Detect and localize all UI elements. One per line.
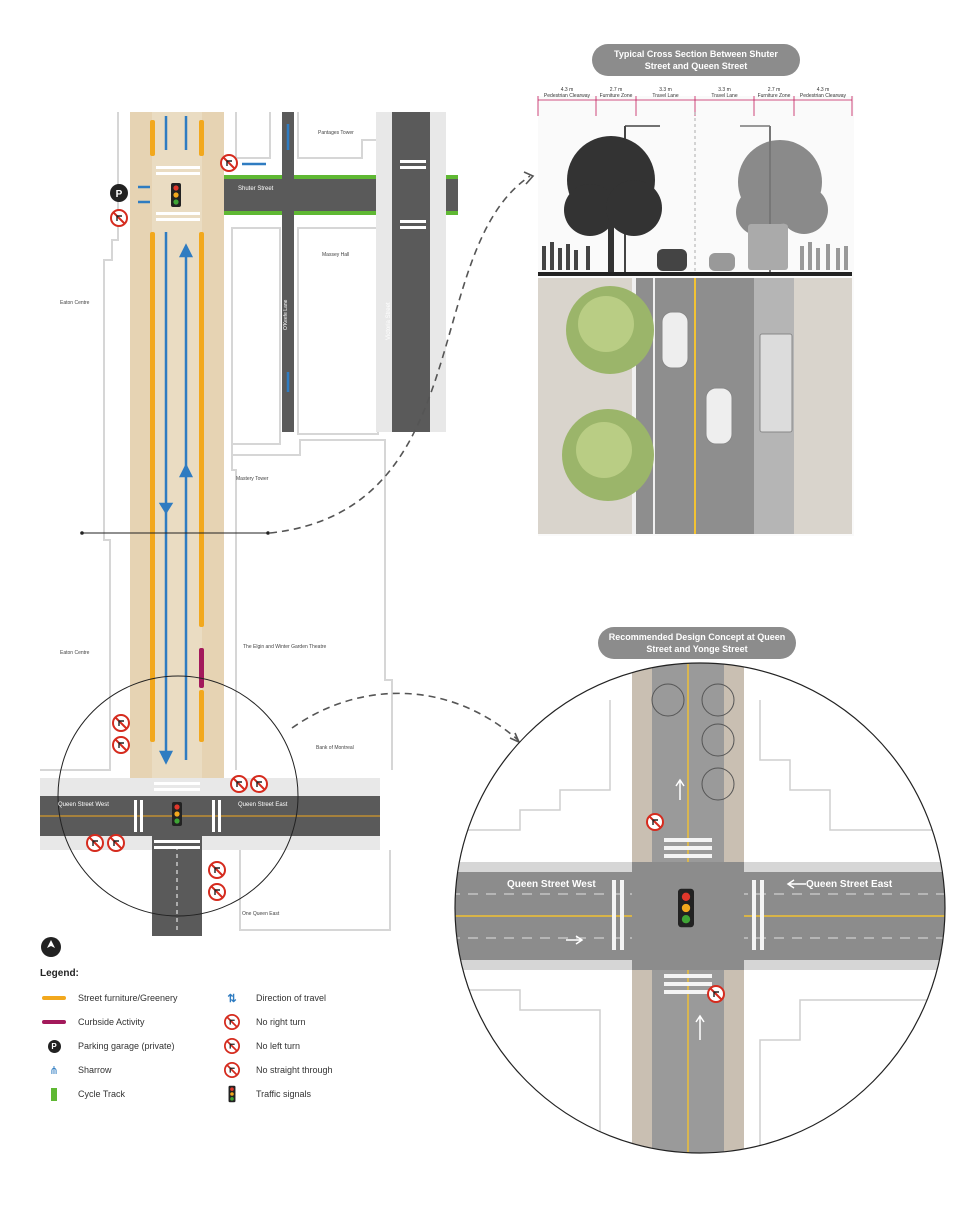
no-right-turn-icon <box>86 834 104 852</box>
zone-name: Pedestrian Clearway <box>543 93 591 99</box>
no-right-turn-icon <box>218 1014 246 1030</box>
design-concept-circle <box>454 662 946 1154</box>
label-okeefe-lane: O'Keefe Lane <box>283 299 289 330</box>
yonge-roadway <box>152 112 202 794</box>
legend-item-label: Traffic signals <box>256 1089 312 1099</box>
leader-to-concept <box>291 692 519 741</box>
traffic-signal-queen <box>172 802 182 826</box>
label-one-queen: One Queen East <box>242 911 280 917</box>
label-eaton-1: Eaton Centre <box>60 300 90 306</box>
no-right-turn-icon <box>208 861 226 879</box>
label-queen-west: Queen Street West <box>58 802 109 808</box>
leader-to-cross-section <box>269 175 531 534</box>
sharrow-icon: ⋔ <box>49 1064 59 1077</box>
concept-label-east: Queen Street East <box>806 879 893 890</box>
legend-item: P Parking garage (private) <box>40 1038 175 1054</box>
zone-label: 2.7 m <box>767 87 781 93</box>
street-furniture-swatch-icon <box>40 990 68 1006</box>
no-right-turn-icon <box>220 154 238 172</box>
legend-item: No left turn <box>218 1038 300 1054</box>
okeefe-lane <box>282 112 294 432</box>
street-elevation <box>538 125 852 276</box>
focus-circle-queen-yonge <box>57 675 299 917</box>
north-arrow-icon <box>41 937 61 957</box>
no-straight-through-icon <box>218 1062 246 1078</box>
no-right-turn-icon <box>230 775 248 793</box>
plan-map: P <box>40 112 535 957</box>
no-left-turn-icon <box>250 775 268 793</box>
legend-item: Cycle Track <box>40 1086 125 1102</box>
traffic-signal-concept <box>678 888 694 928</box>
legend-item-label: No straight through <box>256 1065 333 1075</box>
legend-item: No right turn <box>218 1014 306 1030</box>
cross-section-panel <box>537 96 854 536</box>
legend: Legend: Street furniture/Greenery Curbsi… <box>40 938 460 1118</box>
zone-name: Pedestrian Clearway <box>799 93 847 99</box>
zone-label: 3.3 m <box>659 87 672 93</box>
cycle-track-icon <box>40 1086 68 1102</box>
label-elgin: The Elgin and Winter Garden Theatre <box>243 644 327 650</box>
zone-labels: 4.3 m 2.7 m 3.3 m 3.3 m 2.7 m 4.3 m Pede… <box>538 87 852 101</box>
legend-item: ⇅ Direction of travel <box>218 990 326 1006</box>
legend-item: ⋔ Sharrow <box>40 1062 112 1078</box>
zone-name: Travel Lane <box>652 93 679 99</box>
svg-text:P: P <box>116 189 123 200</box>
legend-item-label: Street furniture/Greenery <box>78 993 178 1003</box>
label-bank: Bank of Montreal <box>316 745 354 751</box>
no-left-turn-icon <box>107 834 125 852</box>
no-right-turn-icon <box>646 813 664 831</box>
legend-item-label: No left turn <box>256 1041 301 1051</box>
legend-item: Traffic signals <box>218 1085 312 1103</box>
label-pantages: Pantages Tower <box>318 130 354 136</box>
label-mastery: Mastery Tower <box>236 476 269 482</box>
no-left-turn-icon <box>218 1038 246 1054</box>
legend-item-label: Sharrow <box>78 1065 112 1075</box>
zone-label: 2.7 m <box>609 87 623 93</box>
concept-label-west: Queen Street West <box>507 879 596 890</box>
curbside-activity-marker <box>199 648 204 688</box>
legend-item-label: Parking garage (private) <box>78 1041 175 1051</box>
no-right-turn-icon <box>707 985 725 1003</box>
cross-section-title: Typical Cross Section Between Shuter Str… <box>592 44 800 76</box>
label-victoria-street: Victoria Street <box>386 302 392 340</box>
traffic-signal-icon <box>218 1085 246 1103</box>
label-queen-east: Queen Street East <box>238 802 288 808</box>
legend-item-label: Direction of travel <box>256 993 327 1003</box>
traffic-signal-shuter <box>171 183 181 207</box>
legend-item: Street furniture/Greenery <box>40 990 178 1006</box>
legend-item-label: No right turn <box>256 1017 306 1027</box>
building-outline-west <box>40 112 119 771</box>
label-massey: Massey Hall <box>322 252 350 258</box>
legend-item: Curbside Activity <box>40 1014 145 1030</box>
legend-item: No straight through <box>218 1062 333 1078</box>
parking-icon <box>110 184 128 202</box>
no-right-turn-icon <box>112 714 130 732</box>
no-left-turn-icon <box>208 883 226 901</box>
concept-title: Recommended Design Concept at Queen Stre… <box>598 627 796 659</box>
legend-item-label: Cycle Track <box>78 1089 126 1099</box>
legend-title: Legend: <box>40 968 79 979</box>
cross-section-plan <box>538 278 852 534</box>
label-eaton-2: Eaton Centre <box>60 650 90 656</box>
legend-item-label: Curbside Activity <box>78 1017 145 1027</box>
victoria-street <box>392 112 430 432</box>
zone-name: Furniture Zone <box>757 93 791 99</box>
no-left-turn-icon <box>112 736 130 754</box>
building-outline-east <box>231 439 393 770</box>
zone-label: 3.3 m <box>718 87 731 93</box>
queen-street-sidewalk-north <box>40 778 380 796</box>
zone-name: Travel Lane <box>711 93 738 99</box>
zone-name: Furniture Zone <box>599 93 633 99</box>
curbside-activity-swatch-icon <box>40 1014 68 1030</box>
direction-of-travel-icon: ⇅ <box>227 992 237 1005</box>
queen-street-sidewalk-south <box>40 836 380 850</box>
no-straight-through-icon <box>110 209 128 227</box>
zone-label: 4.3 m <box>816 87 830 93</box>
zone-label: 4.3 m <box>560 87 574 93</box>
parking-icon: P <box>40 1038 68 1054</box>
label-shuter-street: Shuter Street <box>238 186 274 192</box>
